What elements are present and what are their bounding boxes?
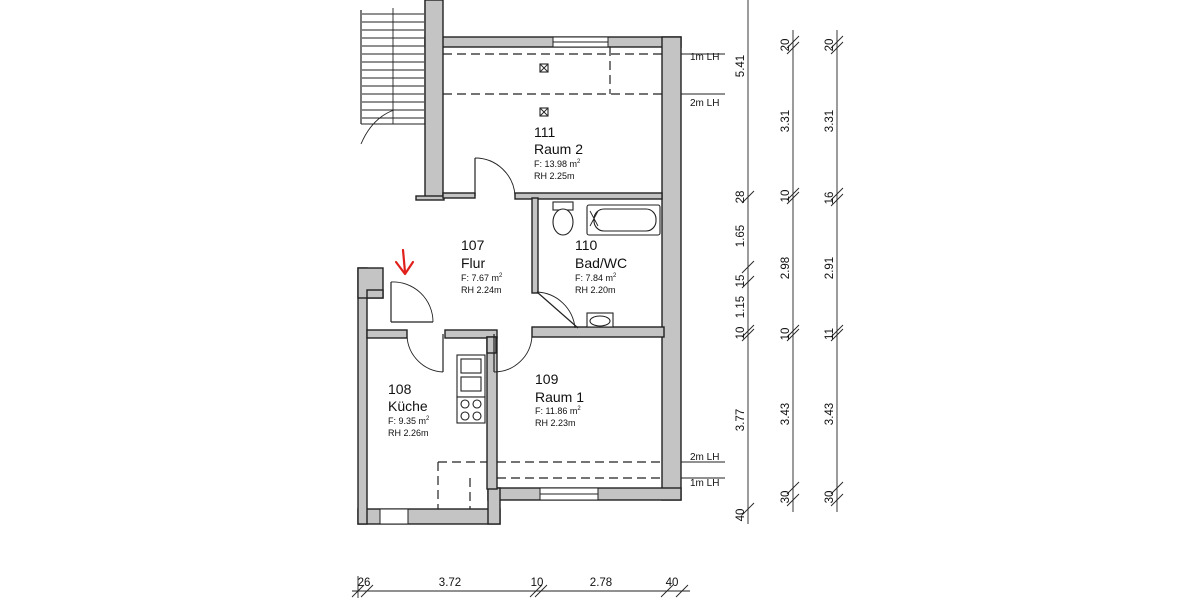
- lh-bottom-1m: 1m LH: [690, 478, 719, 489]
- dim-label: 3.43: [824, 403, 836, 425]
- dim-label: 1.65: [735, 225, 747, 247]
- room-height: RH 2.20m: [575, 285, 616, 295]
- window-icon: [379, 36, 609, 525]
- dim-label: 10: [531, 577, 544, 589]
- stove-icon: [456, 396, 486, 424]
- room-label-107: 107 Flur F: 7.67 m2 RH 2.24m: [461, 237, 503, 295]
- vent-icon: [539, 63, 549, 117]
- dim-label: 3.72: [439, 577, 461, 589]
- room-number: 110: [575, 237, 598, 253]
- room-area: F: 7.67 m2: [461, 273, 503, 283]
- height-line-markers: 1m LH 2m LH 2m LH 1m LH: [681, 52, 725, 489]
- dashed-lines: [437, 47, 662, 509]
- dim-label: 15: [735, 275, 747, 288]
- room-label-109: 109 Raum 1 F: 11.86 m2 RH 2.23m: [535, 371, 584, 428]
- dim-label: 40: [735, 509, 747, 522]
- room-name: Flur: [461, 255, 485, 271]
- room-area: F: 9.35 m2: [388, 416, 430, 426]
- dim-label: 28: [735, 191, 747, 204]
- dim-label: 2.98: [780, 257, 792, 279]
- room-name: Raum 1: [535, 389, 584, 405]
- dimension-chain-vertical-3: 20 3.31 16 2.91 11 3.43 30: [824, 30, 844, 512]
- staircase-icon: [360, 0, 426, 145]
- dim-label: 3.31: [780, 110, 792, 132]
- dim-label: 3.43: [780, 403, 792, 425]
- dim-label: 3.77: [735, 409, 747, 431]
- dim-label: 40: [666, 577, 679, 589]
- room-label-108: 108 Küche F: 9.35 m2 RH 2.26m: [388, 381, 430, 438]
- room-label-110: 110 Bad/WC F: 7.84 m2 RH 2.20m: [575, 237, 627, 295]
- dim-label: 20: [780, 39, 792, 52]
- dim-label: 5.41: [735, 55, 747, 77]
- dimension-chain-vertical-2: 20 3.31 10 2.98 10 3.43 30: [780, 30, 800, 512]
- room-area: F: 13.98 m2: [534, 159, 581, 169]
- dim-label: 10: [780, 328, 792, 341]
- walls: [357, 0, 682, 525]
- room-number: 108: [388, 381, 412, 397]
- dimension-chain-horizontal: 26 3.72 10 2.78 40: [351, 576, 690, 598]
- dim-label: 10: [780, 190, 792, 203]
- room-height: RH 2.25m: [534, 171, 575, 181]
- dim-label: 16: [824, 192, 836, 205]
- lh-top-2m: 2m LH: [690, 98, 719, 109]
- sink-icon: [586, 312, 614, 328]
- room-name: Küche: [388, 398, 428, 414]
- lh-top-1m: 1m LH: [690, 52, 719, 63]
- room-height: RH 2.24m: [461, 285, 502, 295]
- room-name: Bad/WC: [575, 255, 627, 271]
- dim-label: 2.91: [824, 257, 836, 279]
- room-height: RH 2.26m: [388, 428, 429, 438]
- dim-label: 26: [358, 577, 371, 589]
- dim-label: 30: [824, 491, 836, 504]
- room-height: RH 2.23m: [535, 418, 576, 428]
- toilet-icon: [552, 201, 574, 236]
- entrance-arrow-icon: [394, 248, 415, 276]
- dim-label: 2.78: [590, 577, 612, 589]
- dim-label: 30: [780, 491, 792, 504]
- room-name: Raum 2: [534, 141, 583, 157]
- room-number: 111: [534, 124, 555, 140]
- dimension-chain-vertical-1: 5.41 28 1.65 15 1.15 10 3.77 40: [735, 0, 755, 524]
- lh-bottom-2m: 2m LH: [690, 452, 719, 463]
- kitchen-sink-icon: [456, 354, 486, 398]
- dim-label: 11: [824, 328, 836, 340]
- dim-label: 10: [735, 327, 747, 340]
- door-swing-icon: [390, 157, 579, 373]
- room-number: 109: [535, 371, 559, 387]
- dim-label: 3.31: [824, 110, 836, 132]
- dim-label: 20: [824, 39, 836, 52]
- room-label-111: 111 Raum 2 F: 13.98 m2 RH 2.25m: [534, 124, 583, 181]
- dim-label: 1.15: [735, 296, 747, 318]
- bathtub-icon: [586, 204, 661, 236]
- room-area: F: 11.86 m2: [535, 406, 581, 416]
- room-area: F: 7.84 m2: [575, 273, 617, 283]
- room-number: 107: [461, 237, 485, 253]
